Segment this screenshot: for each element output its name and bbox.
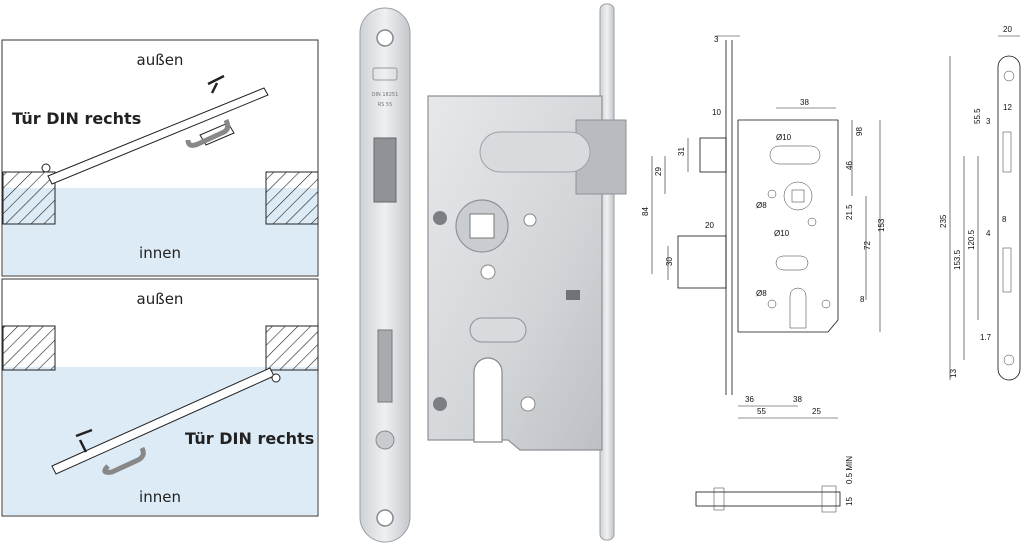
technical-drawing: 3 10 31 29 84 20 30 38 9	[641, 25, 1021, 513]
dim-label: Ø8	[756, 289, 767, 298]
dim-label: 38	[800, 98, 809, 107]
dim-label: 20	[705, 221, 714, 230]
door-leaf	[41, 74, 269, 185]
dim-label: 38	[793, 395, 802, 404]
latch-bolt-outline	[699, 137, 727, 173]
dim-label: 12	[1003, 103, 1012, 112]
dead-bolt-outline	[677, 235, 727, 289]
door-din-label: Tür DIN rechts	[185, 429, 314, 448]
inside-area	[3, 367, 317, 515]
wall-left	[2, 325, 56, 371]
dim-label: 15	[845, 497, 854, 506]
lock-logo-icon	[372, 67, 398, 81]
dim-label: 3	[714, 35, 719, 44]
dim-label: 10	[712, 108, 721, 117]
dim-label: Ø10	[776, 133, 792, 142]
dim-label: 55.5	[973, 108, 982, 124]
gear-icon	[375, 430, 395, 450]
handle-inside-icon	[102, 446, 146, 475]
door-diagram: außen Tür DIN rechts innen außen Tür DIN…	[1, 39, 319, 517]
inside-label: innen	[139, 244, 181, 262]
dim-label: 98	[855, 127, 864, 136]
door-diagram-bottom-panel: außen Tür DIN rechts innen	[1, 278, 319, 517]
door-diagram-top-panel: außen Tür DIN rechts innen	[1, 39, 319, 277]
stamp-line: DIN 18251	[372, 92, 399, 98]
dim-label: 31	[677, 147, 686, 156]
dim-label: 235	[939, 214, 948, 228]
spindle-square-outline	[791, 189, 805, 203]
dim-label: 3	[986, 117, 991, 126]
screw-hole-bottom	[376, 509, 394, 527]
hinge-icon	[271, 373, 281, 383]
lock-case-outline	[737, 119, 839, 333]
handle-outside-icon	[75, 428, 93, 453]
latch-bolt	[373, 137, 397, 203]
bolt-slot-outline	[775, 255, 809, 271]
screw-hole	[520, 396, 536, 412]
dim-label: 20	[1003, 25, 1012, 34]
bottom-view: 0.5 MIN 15	[695, 456, 854, 513]
lock-bottom-outline	[695, 491, 841, 507]
stamp-line: RS 55	[378, 102, 393, 108]
screw-hole	[433, 211, 447, 225]
dim-label: 55	[757, 407, 766, 416]
dim-label: 29	[654, 167, 663, 176]
wall-right	[265, 171, 319, 225]
side-view: 3 10 31 29 84 20 30	[641, 35, 740, 395]
faceplate-photo: DIN 18251 RS 55	[359, 7, 411, 543]
faceplate-view: 20 12 55.5 3 8 4 235 153.5 120.5 1.7 13	[939, 25, 1021, 381]
dim-label: 13	[949, 369, 958, 378]
hinge-icon	[41, 163, 51, 173]
outside-label: außen	[137, 51, 184, 69]
cylinder-hole	[473, 357, 503, 443]
dim-label: 8	[1002, 215, 1007, 224]
screw-hole-top	[376, 29, 394, 47]
dim-label: 120.5	[967, 229, 976, 250]
lock-case	[427, 95, 603, 451]
screw-hole	[523, 213, 537, 227]
dim-label: 153.5	[953, 249, 962, 270]
dim-label: 8	[860, 295, 865, 304]
lock-body-photo	[427, 3, 627, 541]
dim-label: 4	[986, 229, 991, 238]
faceplate-outline	[997, 55, 1021, 381]
faceplate	[359, 7, 411, 543]
dim-label: 30	[665, 257, 674, 266]
dim-label: Ø8	[756, 201, 767, 210]
front-view: 38 98 46 21.5 153 72 8 36 38 55 25 Ø10 Ø…	[737, 98, 886, 419]
dim-label: 21.5	[845, 204, 854, 220]
dead-bolt	[377, 329, 393, 403]
screw-hole	[480, 264, 496, 280]
dim-label: 0.5 MIN	[845, 456, 854, 484]
dim-label: 84	[641, 207, 650, 216]
dim-label: 46	[845, 161, 854, 170]
square-notch	[566, 290, 580, 300]
outside-label: außen	[137, 290, 184, 308]
dim-label: 25	[812, 407, 821, 416]
handle-inside-icon	[185, 118, 231, 148]
wall-left	[2, 171, 56, 225]
door-leaf	[51, 367, 281, 475]
dim-label: 72	[863, 241, 872, 250]
inside-label: innen	[139, 488, 181, 506]
screw-hole	[433, 397, 447, 411]
spindle-hole	[469, 213, 495, 239]
follower-outline	[783, 181, 813, 211]
dim-label: Ø10	[774, 229, 790, 238]
dim-label: 36	[745, 395, 754, 404]
handle-outside-icon	[207, 74, 225, 94]
bolt-slot	[469, 317, 527, 343]
latch-slot	[479, 131, 591, 173]
door-din-label: Tür DIN rechts	[12, 109, 141, 128]
dim-label: 1.7	[980, 333, 992, 342]
dim-label: 153	[877, 218, 886, 232]
wall-right	[265, 325, 319, 371]
cylinder-outline	[789, 287, 807, 329]
